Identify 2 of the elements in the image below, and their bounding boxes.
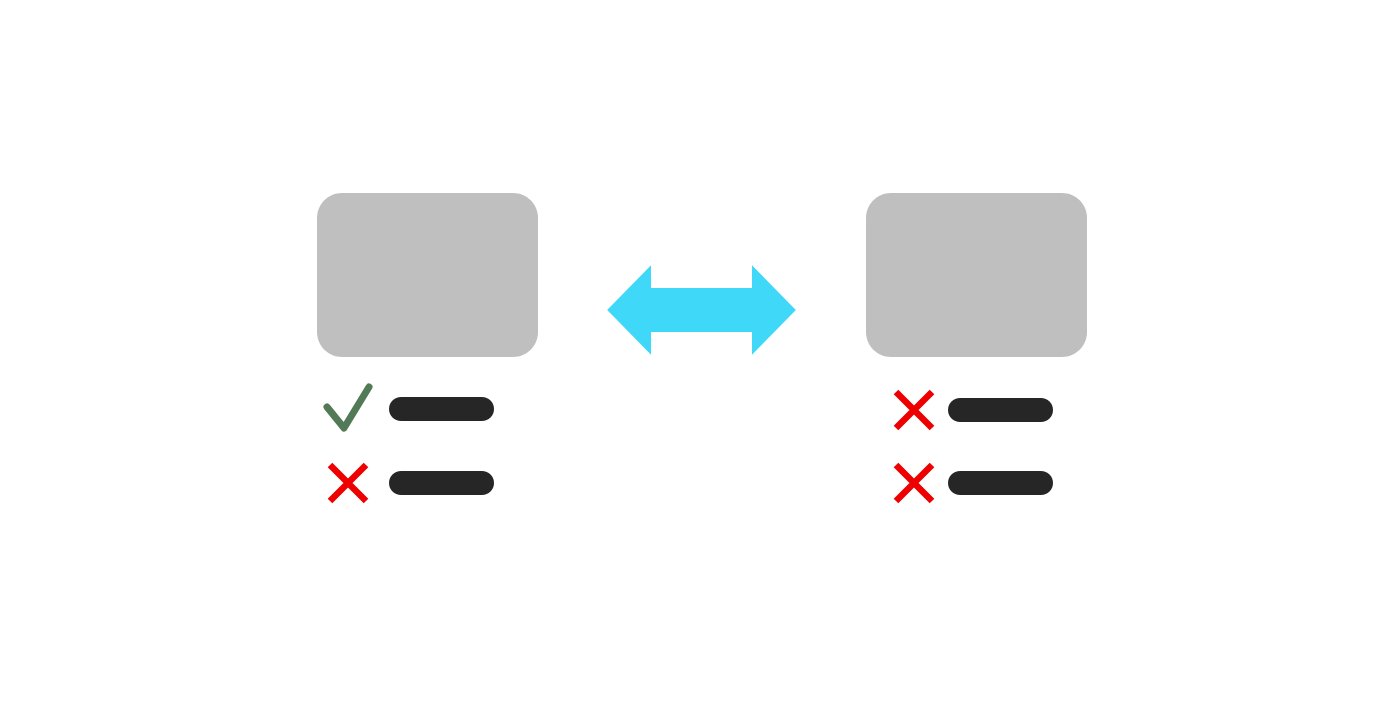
- placeholder-box: [866, 193, 1087, 357]
- placeholder-box: [317, 193, 538, 357]
